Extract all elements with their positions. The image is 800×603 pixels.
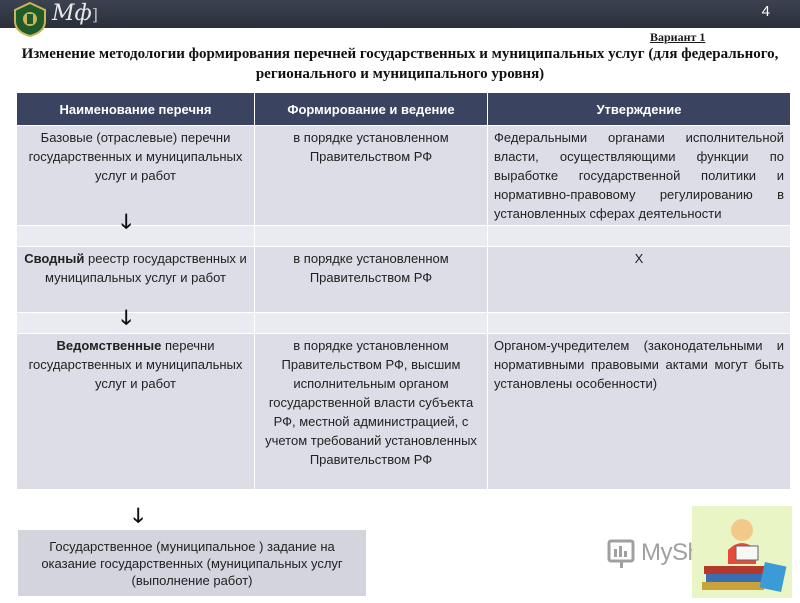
cell-approval: Федеральными органами исполнительной вла…	[487, 125, 791, 226]
down-arrow-icon: 🡓	[121, 211, 132, 233]
books-reader-icon	[692, 506, 792, 598]
column-header-name: Наименование перечня	[16, 92, 255, 126]
table-header-row: Наименование перечня Формирование и веде…	[16, 92, 791, 126]
cell-list-name: Ведомственные перечни государственных и …	[16, 333, 255, 490]
table-spacer-row	[16, 312, 791, 334]
slide-number: 4	[761, 3, 770, 20]
myshared-logo-icon	[607, 539, 635, 568]
lists-table: Наименование перечня Формирование и веде…	[16, 92, 791, 490]
logo-text: Мф]	[52, 1, 98, 26]
table-row: Сводный реестр государственных и муницип…	[16, 246, 791, 313]
table-row: Базовые (отраслевые) перечни государстве…	[16, 125, 791, 226]
slide-title: Изменение методологии формирования переч…	[21, 46, 779, 82]
ministry-emblem-icon	[14, 1, 46, 37]
variant-label: Вариант 1	[650, 30, 706, 44]
down-arrow-icon: 🡓	[133, 505, 144, 527]
top-bar: Мф] 4	[0, 0, 800, 37]
cell-approval: Органом-учредителем (законодательными и …	[487, 333, 791, 490]
cell-formation: в порядке установленном Правительством Р…	[254, 333, 488, 490]
cell-formation: в порядке установленном Правительством Р…	[254, 125, 488, 226]
column-header-approval: Утверждение	[487, 92, 791, 126]
column-header-formation: Формирование и ведение	[254, 92, 488, 126]
table-spacer-row	[16, 225, 791, 247]
cell-list-name: Базовые (отраслевые) перечни государстве…	[16, 125, 255, 226]
table-row: Ведомственные перечни государственных и …	[16, 333, 791, 490]
state-task-box: Государственное (муниципальное ) задание…	[18, 530, 366, 596]
down-arrow-icon: 🡓	[121, 307, 132, 329]
cell-list-name: Сводный реестр государственных и муницип…	[16, 246, 255, 313]
cell-approval: Х	[487, 246, 791, 313]
cell-formation: в порядке установленном Правительством Р…	[254, 246, 488, 313]
